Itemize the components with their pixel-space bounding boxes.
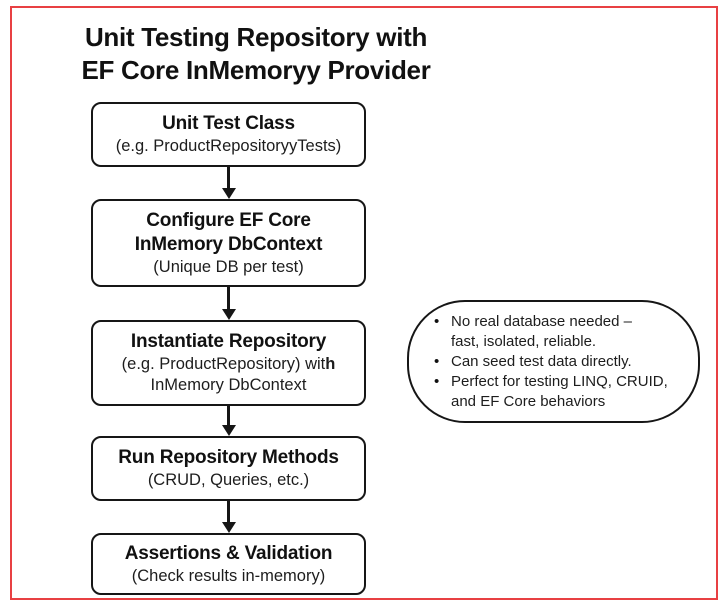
diagram-title-line2: EF Core InMemoryy Provider	[81, 55, 431, 85]
down-arrow-icon	[222, 522, 236, 533]
box-heading: Instantiate Repository	[130, 331, 327, 352]
box-subtext-bold-h: h	[325, 355, 336, 373]
box-subtext: (e.g. ProductRepository) with	[122, 354, 336, 375]
flow-arrow-1-line	[227, 167, 230, 189]
flow-box-configure-dbcontext: Configure EF Core InMemory DbContext (Un…	[91, 199, 366, 287]
callout-note: • No real database needed – fast, isolat…	[407, 300, 700, 423]
box-subtext: (Check results in-memory)	[131, 566, 326, 585]
box-heading: Assertions & Validation	[124, 542, 333, 564]
bullet-icon: •	[434, 352, 440, 370]
box-heading: Unit Test Class	[162, 113, 295, 134]
red-border-frame	[10, 6, 718, 600]
diagram-title-line1: Unit Testing Repository with	[84, 22, 428, 52]
callout-item: • Can seed test data directly.	[434, 352, 678, 372]
flow-box-unit-test-class: Unit Test Class (e.g. ProductRepositoryy…	[91, 102, 366, 167]
callout-item: • No real database needed – fast, isolat…	[434, 312, 678, 352]
flow-box-run-repository-methods: Run Repository Methods (CRUD, Queries, e…	[91, 436, 366, 501]
flow-box-assertions-validation: Assertions & Validation (Check results i…	[91, 533, 366, 595]
callout-item: • Perfect for testing LINQ, CRUID, and E…	[434, 372, 678, 412]
down-arrow-icon	[222, 309, 236, 320]
bullet-icon: •	[434, 372, 440, 390]
box-subtext-regular: (e.g. ProductRepository) wit	[121, 355, 326, 373]
box-subtext: (e.g. ProductRepositoryyTests)	[115, 137, 342, 155]
callout-item-text: Perfect for testing LINQ, CRUID, and EF …	[451, 372, 668, 410]
callout-item-text: No real database needed – fast, isolated…	[451, 312, 632, 350]
box-subtext-line2: InMemory DbContext	[150, 376, 307, 394]
down-arrow-icon	[222, 425, 236, 436]
box-heading: Run Repository Methods	[118, 447, 339, 468]
box-heading: Configure EF Core InMemory DbContext	[134, 209, 323, 255]
diagram-title: Unit Testing Repository with EF Core InM…	[10, 21, 502, 87]
box-subtext: (CRUD, Queries, etc.)	[147, 471, 310, 489]
down-arrow-icon	[222, 188, 236, 199]
flow-arrow-4-line	[227, 501, 230, 523]
bullet-icon: •	[434, 312, 440, 330]
flow-arrow-2-line	[227, 287, 230, 310]
callout-item-text: Can seed test data directly.	[451, 352, 632, 370]
box-subtext: (Unique DB per test)	[153, 257, 304, 276]
flow-arrow-3-line	[227, 406, 230, 426]
flow-box-instantiate-repository: Instantiate Repository (e.g. ProductRepo…	[91, 320, 366, 406]
